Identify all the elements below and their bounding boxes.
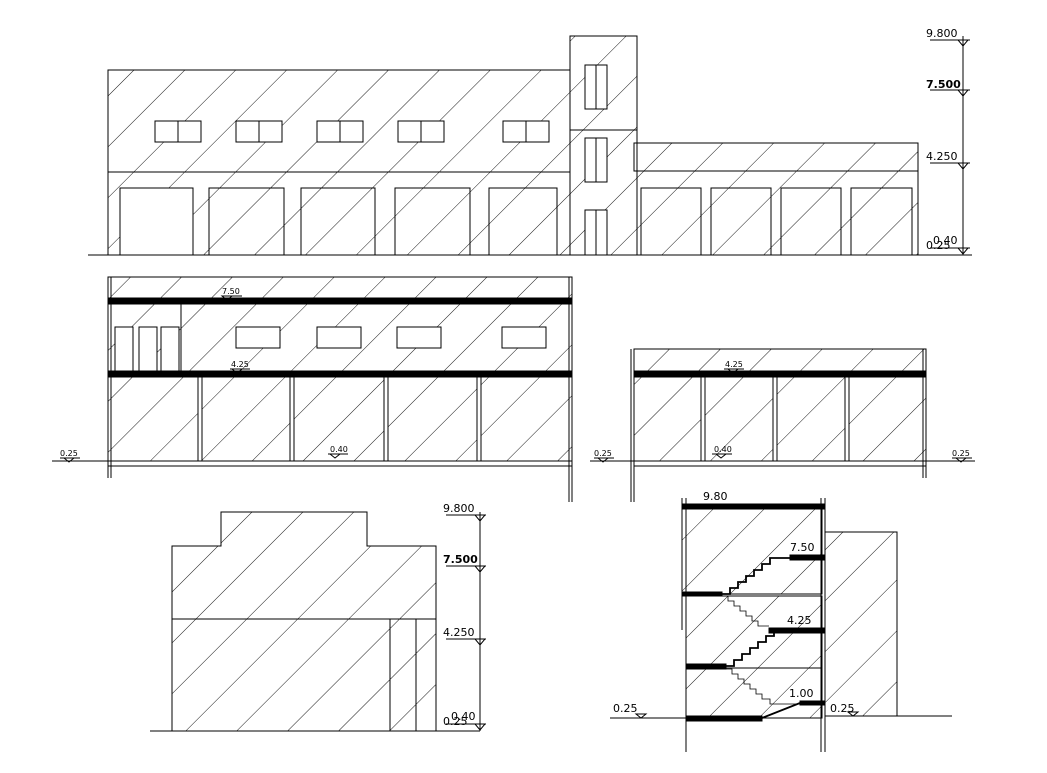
side-elevation [150,511,487,732]
front-level-ground-b: 0.25 [926,239,951,252]
stair-flights [722,557,801,719]
long-level-first: 4.25 [231,360,249,369]
stair-slab-second [789,554,826,561]
front-level-markers [930,39,970,255]
front-level-ground-a: 0.40 [933,234,958,247]
stair-level-landing: 1.00 [789,687,814,700]
stair-slab-first [768,627,826,634]
short-level-outside-right: 0.25 [952,449,970,458]
front-level-top: 9.800 [926,27,958,40]
stair-level-second: 7.50 [790,541,815,554]
upper-windows [154,120,550,143]
long-section [52,276,573,502]
side-level-markers [446,514,487,731]
side-level-top: 9.800 [443,502,475,515]
stair-section [610,498,952,752]
short-level-first: 4.25 [725,360,743,369]
stair-level-first: 4.25 [787,614,812,627]
short-section [590,348,975,502]
side-level-second: 7.500 [443,553,478,566]
short-level-floor: 0.40 [714,445,732,454]
stair-landing-upper [681,591,723,597]
side-level-ground-a: 0.40 [451,710,476,723]
long-level-outside: 0.25 [60,449,78,458]
stair-flights-descending [722,595,800,705]
front-level-second: 7.500 [926,78,961,91]
long-slab-second [107,297,573,305]
stair-level-outside-right: 0.25 [830,702,855,715]
side-level-ground-b: 0.25 [443,715,468,728]
stair-slab-top [681,503,826,510]
long-level-floor: 0.40 [330,445,348,454]
stair-level-outside-left: 0.25 [613,702,638,715]
stair-level-top: 9.80 [703,490,728,503]
side-level-first: 4.250 [443,626,475,639]
long-slab-first [107,370,573,378]
tower-windows [584,64,608,256]
stair-landing-mid [685,663,727,670]
stair-floor-slab [685,715,763,722]
short-slab-first [633,370,927,378]
front-elevation [88,35,972,256]
front-level-first: 4.250 [926,150,958,163]
long-level-second: 7.50 [222,287,240,296]
garage-doors-left [119,187,558,256]
short-level-outside-left: 0.25 [594,449,612,458]
